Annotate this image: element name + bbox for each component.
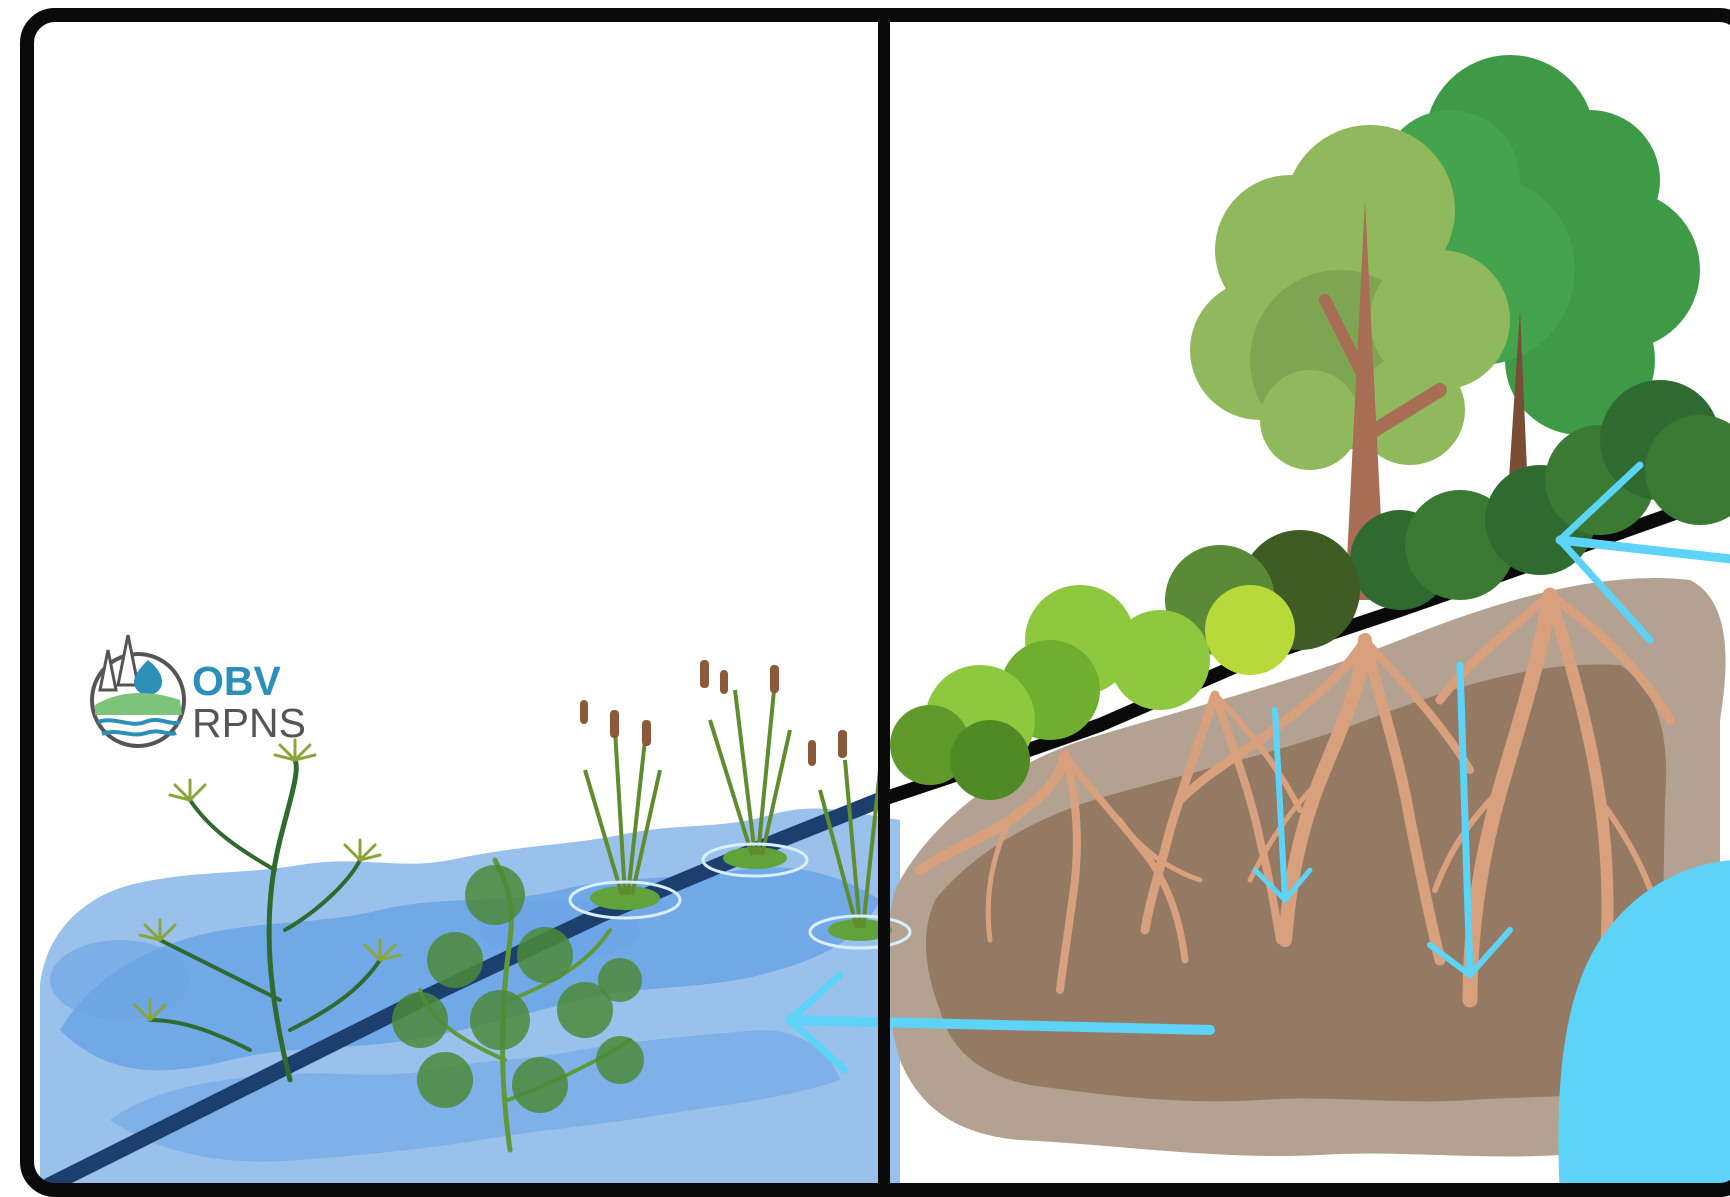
logo-icon (92, 635, 184, 746)
logo: OBV RPNS (92, 635, 306, 746)
logo-text-obv: OBV (192, 658, 282, 704)
logo-text-rpns: RPNS (192, 700, 306, 746)
